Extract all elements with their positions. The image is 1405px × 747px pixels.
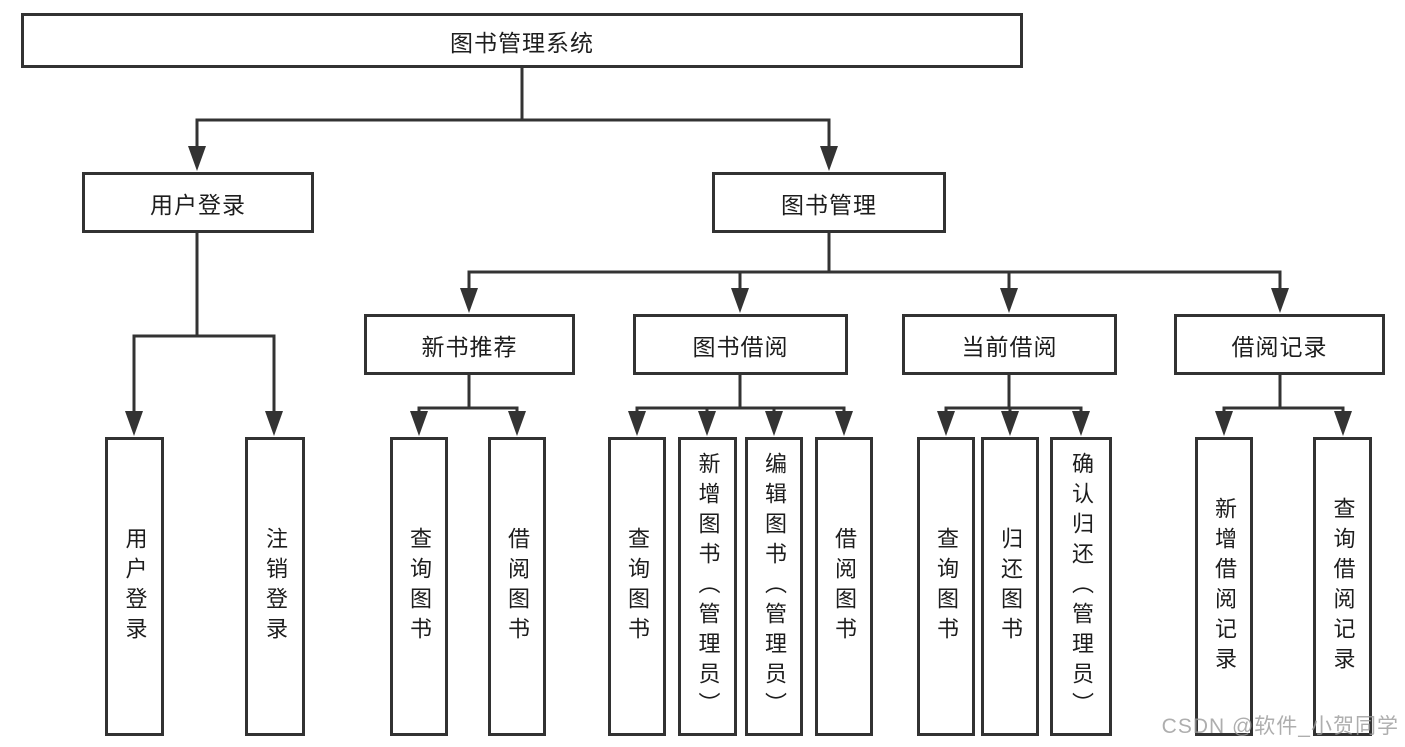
connector-book-borrow-to-leaves xyxy=(628,372,853,436)
leaf-edit-book-admin: 编辑图书（管理员） xyxy=(745,437,803,736)
leaf-label: 注销登录 xyxy=(263,526,288,647)
leaf-query-book-recommend: 查询图书 xyxy=(390,437,448,736)
leaf-query-borrow-record: 查询借阅记录 xyxy=(1313,437,1372,736)
leaf-query-book-borrow: 查询图书 xyxy=(608,437,666,736)
leaf-label: 借阅图书 xyxy=(832,526,857,647)
leaf-add-book-admin: 新增图书（管理员） xyxy=(678,437,737,736)
leaf-query-book-current: 查询图书 xyxy=(917,437,975,736)
connector-book-management-to-level3 xyxy=(460,230,1289,313)
leaf-label: 归还图书 xyxy=(998,526,1023,647)
leaf-label: 确认归还（管理员） xyxy=(1069,451,1094,722)
connector-user-login-to-leaves xyxy=(125,230,283,436)
node-borrow-records: 借阅记录 xyxy=(1174,314,1385,375)
leaf-label: 用户登录 xyxy=(122,526,148,647)
leaf-label: 编辑图书（管理员） xyxy=(762,451,787,722)
node-book-management: 图书管理 xyxy=(712,172,946,233)
leaf-label: 查询图书 xyxy=(625,526,650,647)
connector-current-borrow-to-leaves xyxy=(937,372,1090,436)
leaf-add-borrow-record: 新增借阅记录 xyxy=(1195,437,1253,736)
node-new-book-recommend: 新书推荐 xyxy=(364,314,575,375)
leaf-return-book: 归还图书 xyxy=(981,437,1039,736)
leaf-label: 新增图书（管理员） xyxy=(695,451,721,722)
connector-root-to-level2 xyxy=(188,66,838,171)
leaf-label: 借阅图书 xyxy=(505,526,530,647)
leaf-borrow-book-recommend: 借阅图书 xyxy=(488,437,546,736)
leaf-borrow-book: 借阅图书 xyxy=(815,437,873,736)
connector-borrow-records-to-leaves xyxy=(1215,372,1352,436)
leaf-user-login: 用户登录 xyxy=(105,437,164,736)
node-book-borrow: 图书借阅 xyxy=(633,314,848,375)
leaf-label: 查询图书 xyxy=(407,526,432,647)
leaf-confirm-return-admin: 确认归还（管理员） xyxy=(1050,437,1112,736)
node-root: 图书管理系统 xyxy=(21,13,1023,68)
leaf-label: 查询借阅记录 xyxy=(1330,496,1356,677)
connector-new-book-recommend-to-leaves xyxy=(410,372,526,436)
leaf-logout: 注销登录 xyxy=(245,437,305,736)
node-current-borrow: 当前借阅 xyxy=(902,314,1117,375)
leaf-label: 新增借阅记录 xyxy=(1212,496,1237,677)
leaf-label: 查询图书 xyxy=(934,526,959,647)
node-user-login: 用户登录 xyxy=(82,172,314,233)
